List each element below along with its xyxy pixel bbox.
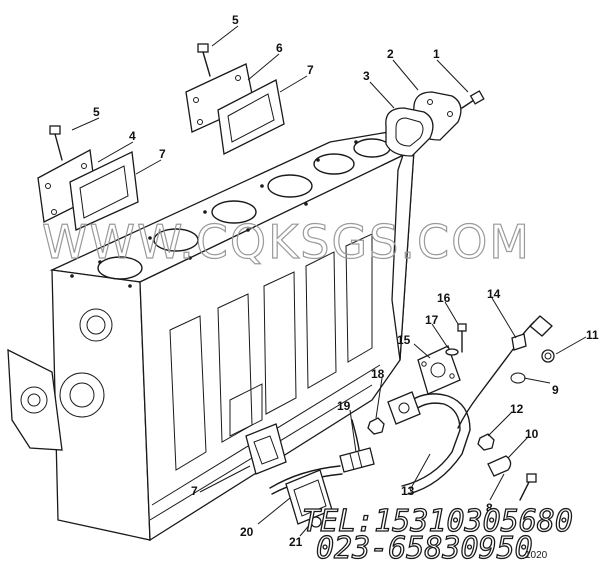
- callout-label: 18: [371, 367, 385, 381]
- callout-label: 7: [159, 147, 166, 161]
- tube-13: [399, 393, 471, 495]
- callout-label: 12: [510, 402, 524, 416]
- contact-phone: 023-65830950: [316, 531, 533, 563]
- callout-label: 10: [525, 427, 539, 441]
- bolt-5-upper: [197, 43, 211, 77]
- callout-label: 1: [433, 47, 440, 61]
- callout-label: 5: [93, 105, 100, 119]
- callout-label: 13: [401, 484, 415, 498]
- gasket-7-upper: [217, 79, 285, 155]
- leader-lines: [71, 25, 587, 537]
- reference-code: 1020: [525, 550, 548, 561]
- callout-label: 3: [363, 69, 370, 83]
- bolt-16: [457, 323, 467, 353]
- callout-label: 2: [387, 47, 394, 61]
- fitting-21: [310, 516, 322, 528]
- callout-label: 4: [129, 129, 136, 143]
- gasket-7-lower: [69, 151, 139, 231]
- callout-label: 7: [307, 63, 314, 77]
- callout-label: 7: [191, 484, 198, 498]
- flange-15: [417, 345, 461, 395]
- watermark: WWW.CQKSGS.COM: [42, 215, 531, 269]
- engine-block: [7, 127, 415, 542]
- gasket-3: [385, 107, 434, 157]
- callout-label: 14: [487, 287, 501, 301]
- contact-tel: TEL:15310305680: [302, 504, 573, 539]
- callout-label: 16: [437, 291, 451, 305]
- bolt-5-lower: [49, 125, 63, 161]
- bolt-1: [461, 90, 485, 109]
- fitting-11: [541, 349, 555, 363]
- bolt-8: [519, 473, 537, 501]
- callout-label: 6: [276, 41, 283, 55]
- washer-17: [445, 348, 459, 356]
- housing-20: [285, 469, 333, 525]
- elbow-flange-13: [387, 391, 421, 425]
- callout-label: 17: [425, 313, 439, 327]
- callout-label: 11: [586, 328, 599, 342]
- callout-label: 5: [232, 13, 239, 27]
- nut-18: [367, 417, 385, 435]
- callout-label: 8: [486, 501, 493, 515]
- oil-supply-tube-14: [457, 315, 553, 429]
- nut-12: [477, 433, 495, 451]
- o-ring-9: [510, 372, 526, 384]
- callout-labels: 1 2 3 4 5 5 6 7 7 7 8 9 10 11 12 13 14 1…: [93, 13, 599, 549]
- callout-label: 15: [397, 333, 411, 347]
- callout-label: 19: [337, 399, 351, 413]
- gasket-7-side: [245, 423, 287, 475]
- callout-label: 21: [289, 535, 303, 549]
- clip-10: [487, 455, 512, 477]
- connector-19: [339, 419, 375, 473]
- callout-label: 9: [552, 383, 559, 397]
- callout-label: 20: [240, 525, 254, 539]
